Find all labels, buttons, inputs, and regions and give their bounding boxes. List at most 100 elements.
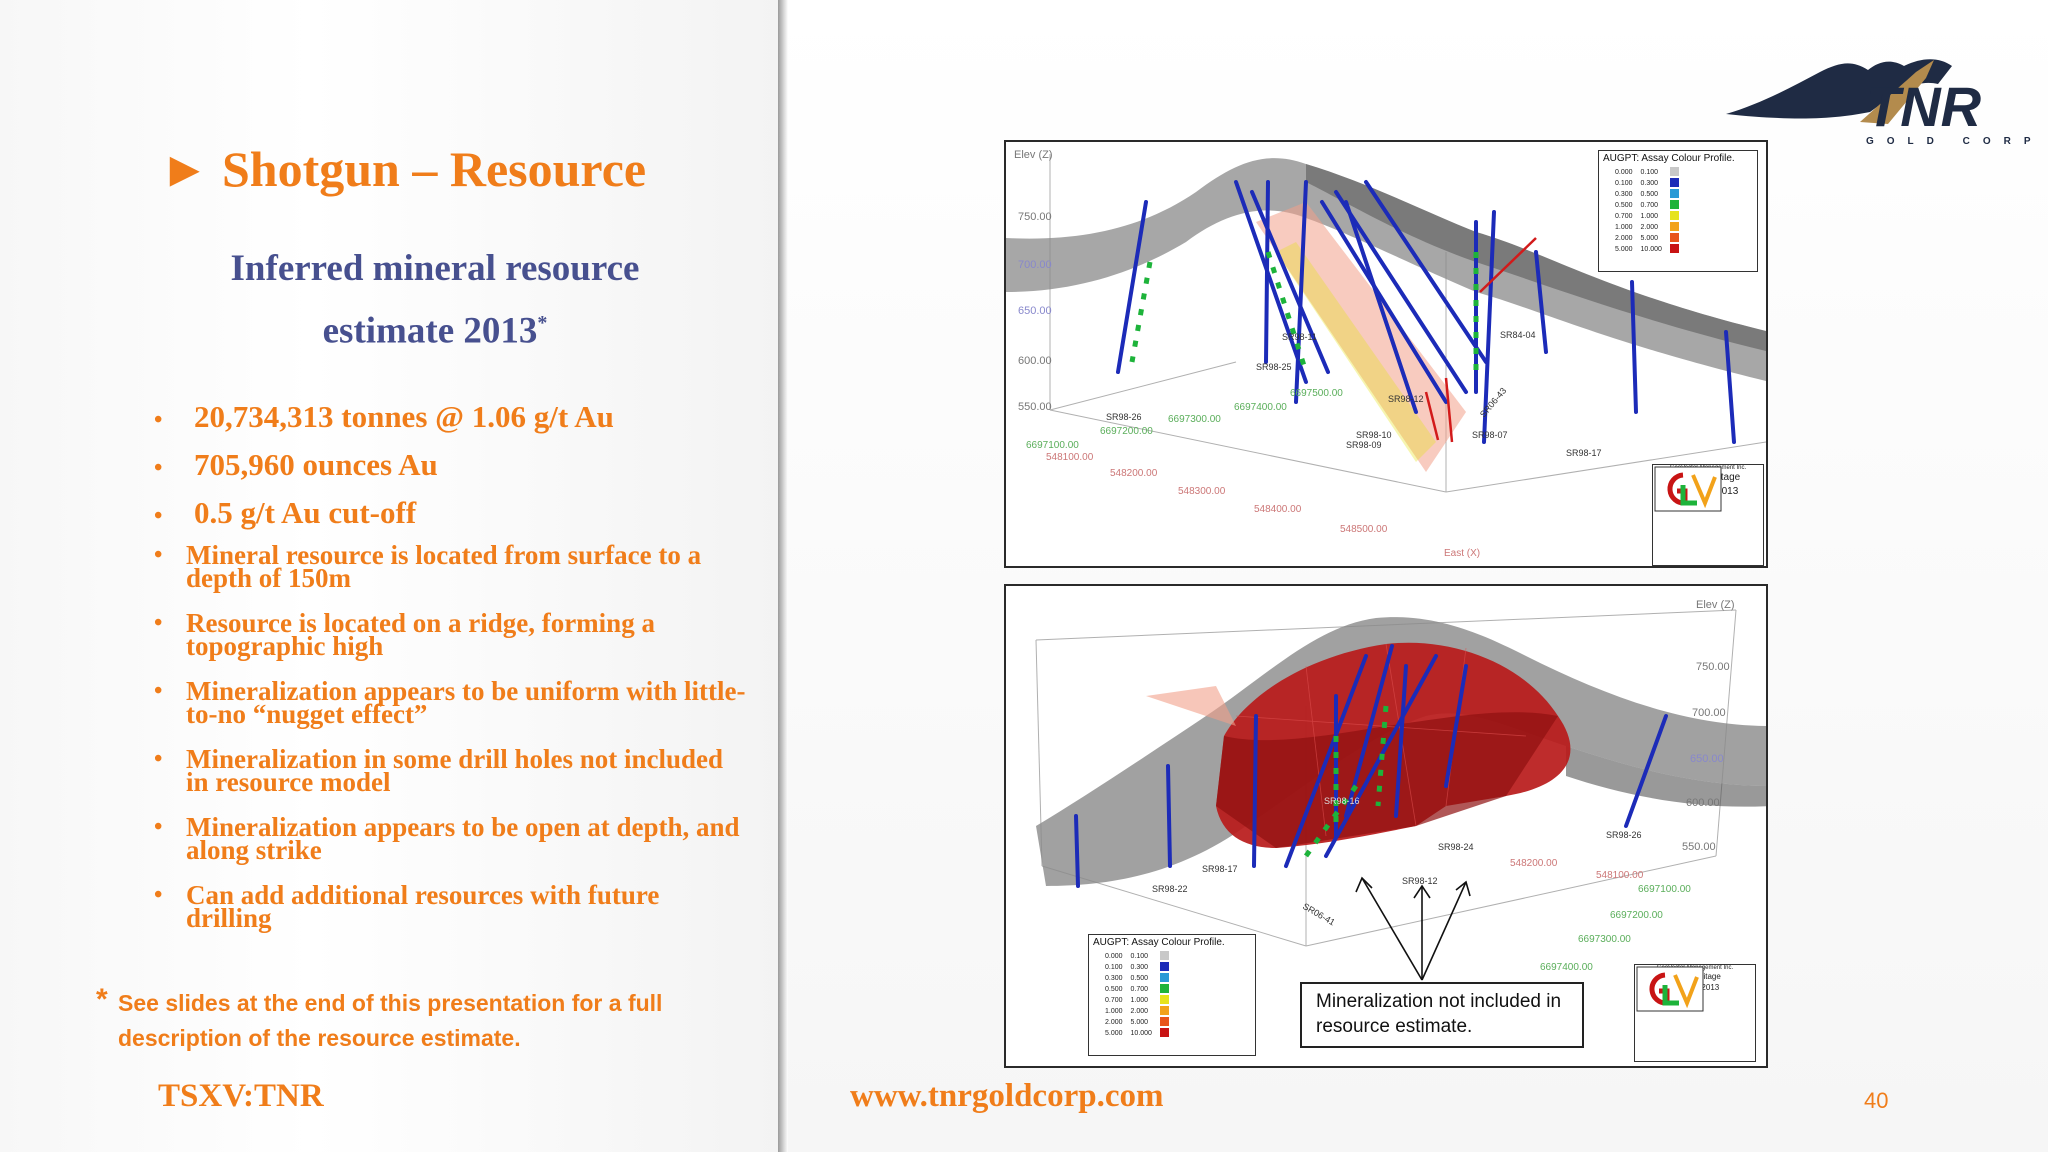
legend-row: 1.000 2.000 bbox=[1613, 222, 1685, 233]
legend-to: 1.000 bbox=[1130, 997, 1149, 1004]
legend-to: 2.000 bbox=[1640, 224, 1659, 231]
drill-hole-label: SR98-12 bbox=[1388, 394, 1424, 404]
geovector-logo bbox=[1654, 466, 1722, 512]
drill-hole-label: SR98-10 bbox=[1356, 430, 1392, 440]
legend-to: 10.000 bbox=[1130, 1030, 1152, 1037]
website-link[interactable]: www.tnrgoldcorp.com bbox=[850, 1078, 1164, 1114]
legend-to: 10.000 bbox=[1640, 246, 1662, 253]
logo-subtext: GOLD CORP bbox=[1866, 136, 2044, 147]
elev-axis-label: Elev (Z) bbox=[1696, 599, 1735, 611]
footnote-text: See slides at the end of this presentati… bbox=[118, 990, 663, 1051]
elev-tick: 650.00 bbox=[1018, 305, 1052, 317]
drill-hole-label: SR98-25 bbox=[1256, 362, 1292, 372]
legend-to: 0.700 bbox=[1640, 202, 1659, 209]
legend-swatch bbox=[1669, 211, 1679, 220]
legend-swatch bbox=[1669, 200, 1679, 209]
north-tick: 6697400.00 bbox=[1234, 402, 1287, 413]
legend-from: 1.000 bbox=[1615, 224, 1633, 231]
north-tick: 6697500.00 bbox=[1290, 388, 1343, 399]
resource-figure-block-model: Elev (Z) 750.00 700.00 650.00 600.00 550… bbox=[1004, 584, 1768, 1068]
bullet-item: 20,734,313 tonnes @ 1.06 g/t Au bbox=[150, 400, 750, 438]
elev-tick: 600.00 bbox=[1686, 797, 1720, 809]
legend-swatch bbox=[1159, 984, 1169, 993]
east-tick: 548300.00 bbox=[1178, 486, 1226, 497]
elev-tick: 700.00 bbox=[1018, 259, 1052, 271]
bullet-list: 20,734,313 tonnes @ 1.06 g/t Au 705,960 … bbox=[150, 400, 750, 952]
bullet-item: Mineralization in some drill holes not i… bbox=[150, 746, 750, 796]
legend-row: 0.700 1.000 bbox=[1613, 211, 1685, 222]
panel-divider bbox=[778, 0, 788, 1152]
bullet-item: Mineral resource is located from surface… bbox=[150, 542, 750, 592]
ticker-symbol: TSXV:TNR bbox=[158, 1078, 324, 1114]
drill-hole-label: SR06-43 bbox=[1478, 386, 1508, 420]
legend-from: 0.300 bbox=[1105, 975, 1123, 982]
mineralization-callout: Mineralization not included in resource … bbox=[1300, 982, 1584, 1048]
east-axis-label: East (X) bbox=[1444, 548, 1480, 559]
north-tick: 6697200.00 bbox=[1610, 910, 1663, 921]
bullet-item: Mineralization appears to be uniform wit… bbox=[150, 678, 750, 728]
legend-from: 0.000 bbox=[1615, 169, 1633, 176]
legend-swatch bbox=[1159, 973, 1169, 982]
legend-to: 0.300 bbox=[1130, 964, 1149, 971]
legend-row: 2.000 5.000 bbox=[1613, 233, 1685, 244]
drill-hole-label: SR84-04 bbox=[1500, 330, 1536, 340]
drill-hole-label: SR98-07 bbox=[1472, 430, 1508, 440]
slide-subtitle: Inferred mineral resource estimate 2013* bbox=[140, 242, 730, 358]
legend-swatch bbox=[1159, 1006, 1169, 1015]
east-tick: 548200.00 bbox=[1510, 858, 1558, 869]
resource-figure-section-view: Elev (Z) 750.00 700.00 650.00 600.00 550… bbox=[1004, 140, 1768, 568]
legend-to: 1.000 bbox=[1640, 213, 1659, 220]
legend-from: 0.700 bbox=[1615, 213, 1633, 220]
subtitle-line-1: Inferred mineral resource bbox=[230, 248, 640, 289]
legend-to: 2.000 bbox=[1130, 1008, 1149, 1015]
legend-from: 2.000 bbox=[1105, 1019, 1123, 1026]
elev-tick: 650.00 bbox=[1690, 753, 1724, 765]
legend-swatch bbox=[1669, 189, 1679, 198]
legend-swatch bbox=[1159, 995, 1169, 1004]
drill-hole-label: SR98-11 bbox=[1282, 332, 1317, 342]
elev-tick: 750.00 bbox=[1696, 661, 1730, 673]
legend-swatch bbox=[1669, 233, 1679, 242]
north-tick: 6697100.00 bbox=[1638, 884, 1691, 895]
elev-tick: 550.00 bbox=[1018, 401, 1052, 413]
legend-from: 2.000 bbox=[1615, 235, 1633, 242]
legend-from: 0.500 bbox=[1105, 986, 1123, 993]
drill-hole-label: SR98-26 bbox=[1606, 830, 1642, 840]
elev-tick: 600.00 bbox=[1018, 355, 1052, 367]
footnote-marker: * bbox=[96, 983, 108, 1016]
legend-swatch bbox=[1669, 178, 1679, 187]
subtitle-footnote-marker: * bbox=[537, 312, 548, 334]
legend-to: 0.100 bbox=[1130, 953, 1149, 960]
east-tick: 548200.00 bbox=[1110, 468, 1158, 479]
legend-from: 0.300 bbox=[1615, 191, 1633, 198]
legend-swatch bbox=[1159, 962, 1169, 971]
page-number: 40 bbox=[1864, 1088, 1889, 1113]
bullet-item: Mineralization appears to be open at dep… bbox=[150, 814, 750, 864]
north-tick: 6697200.00 bbox=[1100, 426, 1153, 437]
legend-to: 5.000 bbox=[1640, 235, 1659, 242]
north-tick: 6697300.00 bbox=[1168, 414, 1221, 425]
bullet-item: 0.5 g/t Au cut-off bbox=[150, 496, 750, 534]
north-tick: 6697400.00 bbox=[1540, 962, 1593, 973]
legend-from: 0.100 bbox=[1105, 964, 1123, 971]
bullet-item: Can add additional resources with future… bbox=[150, 882, 750, 932]
drill-hole-label: SR98-16 bbox=[1324, 796, 1360, 806]
legend-to: 0.700 bbox=[1130, 986, 1149, 993]
legend-row: 5.000 10.000 bbox=[1613, 244, 1685, 255]
legend-to: 0.500 bbox=[1130, 975, 1149, 982]
footnote: * See slides at the end of this presenta… bbox=[96, 983, 736, 1056]
legend-from: 5.000 bbox=[1615, 246, 1633, 253]
legend-row: 1.000 2.000 bbox=[1103, 1006, 1175, 1017]
legend-from: 1.000 bbox=[1105, 1008, 1123, 1015]
legend-swatch bbox=[1669, 167, 1679, 176]
tnr-logo: TNR bbox=[1726, 59, 1982, 138]
